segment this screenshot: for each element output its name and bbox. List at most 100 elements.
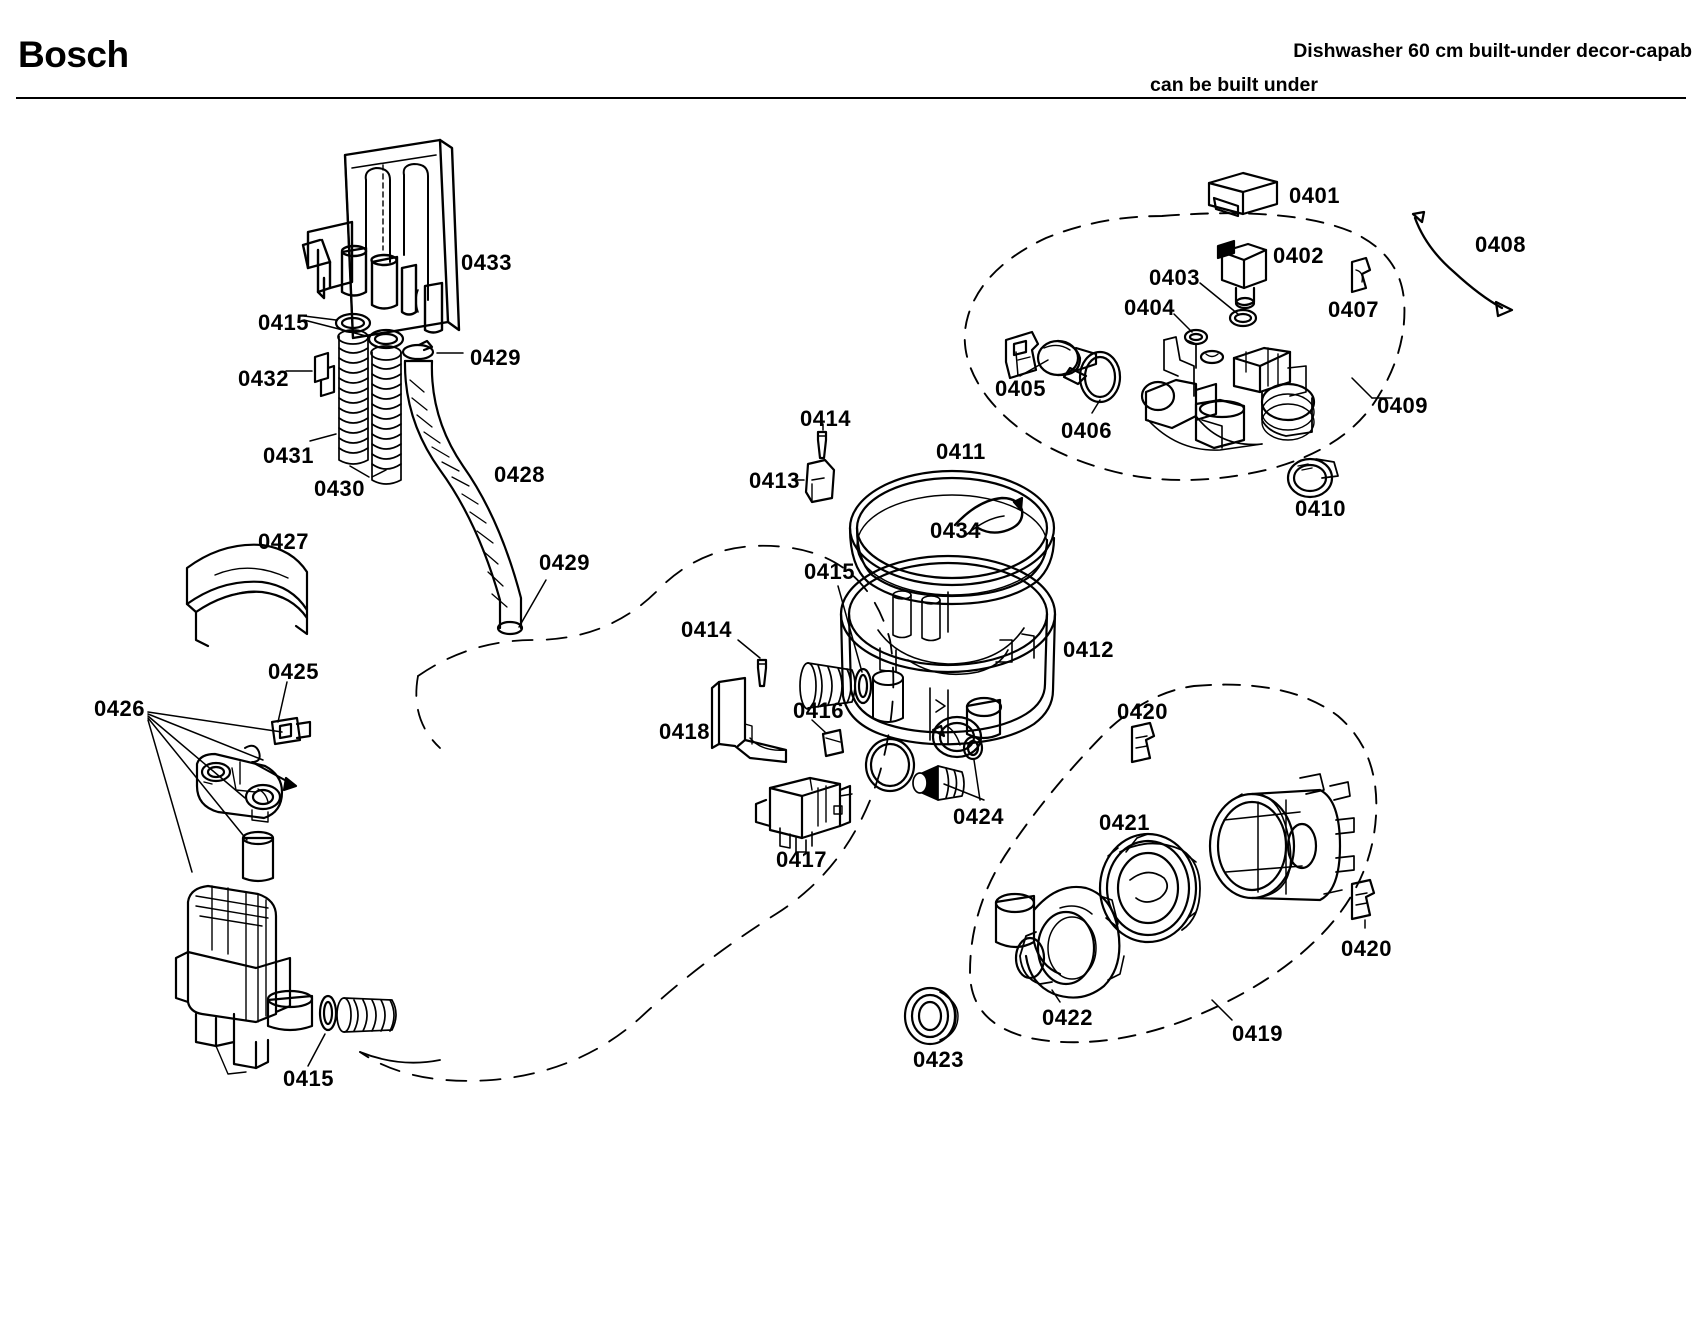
part-0412-sump-housing [839, 554, 1057, 746]
callout-0429-top: 0429 [470, 345, 521, 370]
callout-0427: 0427 [258, 529, 309, 554]
part-0428-drain-hose [403, 359, 524, 636]
callout-0428: 0428 [494, 462, 545, 487]
leader-0406 [1091, 399, 1101, 414]
part-0411-sump-cover [848, 469, 1056, 606]
part-0414-screw-b [756, 658, 768, 688]
part-0433-heat-exchanger [301, 138, 461, 340]
part-0429-clamp-top [401, 339, 435, 361]
leader-0419 [1211, 999, 1233, 1021]
part-flow-distributor [195, 752, 284, 823]
part-0427-cover-trim [185, 543, 309, 648]
part-0409-manifold [1140, 336, 1316, 451]
callout-0434: 0434 [930, 518, 981, 543]
brand-logo: Bosch [18, 34, 129, 75]
callout-0420-b: 0420 [1341, 936, 1392, 961]
part-0431-corrugated-hose [337, 329, 369, 465]
leader-0416 [811, 719, 826, 733]
callout-0407: 0407 [1328, 297, 1379, 322]
callout-0408: 0408 [1475, 232, 1526, 257]
part-0420-clip-b [1350, 878, 1376, 921]
callout-0409: 0409 [1377, 393, 1428, 418]
leader-0431 [309, 433, 337, 442]
part-0430-corrugated-hose [370, 345, 402, 485]
hose-routing-outline [359, 544, 895, 1082]
part-0407-clip [1350, 256, 1372, 294]
callout-0425: 0425 [268, 659, 319, 684]
callout-0413: 0413 [749, 468, 800, 493]
callout-0414-a: 0414 [800, 406, 851, 431]
leader-0415-bottom [307, 1033, 326, 1067]
part-0404-washer [1183, 328, 1209, 346]
model-description-line-2: can be built under [1150, 74, 1318, 96]
group-outline-0419 [969, 683, 1378, 1044]
callout-0430: 0430 [314, 476, 365, 501]
part-0406-gasket [1078, 350, 1122, 404]
leader-0421 [1125, 833, 1149, 853]
callout-0423: 0423 [913, 1047, 964, 1072]
leader-0403 [1199, 282, 1239, 315]
callout-0433: 0433 [461, 250, 512, 275]
part-flow-cylinder [241, 830, 275, 883]
leader-0429-bottom [518, 579, 547, 628]
part-pump-hose-stub [912, 765, 965, 801]
callout-0411: 0411 [936, 439, 986, 464]
part-0401-module [1207, 171, 1279, 218]
callout-0420-a: 0420 [1117, 699, 1168, 724]
part-0408-harness [1411, 210, 1514, 318]
part-spring-clip [244, 744, 298, 792]
model-description-line-1: Dishwasher 60 cm built-under decor-capab [1293, 40, 1692, 62]
callout-0418: 0418 [659, 719, 710, 744]
leader-0415-top [303, 315, 371, 338]
part-0413-bracket [804, 458, 836, 504]
callout-0403: 0403 [1149, 265, 1200, 290]
callout-0429-bottom: 0429 [539, 550, 590, 575]
callout-0415-top: 0415 [258, 310, 309, 335]
hose-routing-line [359, 1051, 441, 1064]
part-center-corrugated-hose [799, 662, 856, 710]
leader-0405 [1015, 351, 1049, 377]
callout-0414-b: 0414 [681, 617, 732, 642]
part-0420-clip-a [1130, 721, 1156, 764]
callout-0417: 0417 [776, 847, 827, 872]
part-0415-o-ring-top [334, 312, 405, 350]
part-bottom-corrugated-hose [336, 997, 397, 1033]
part-0422-drain-pump [994, 885, 1125, 999]
part-0423-grommet [903, 986, 959, 1046]
callout-0422: 0422 [1042, 1005, 1093, 1030]
callout-0404: 0404 [1124, 295, 1175, 320]
part-0425-connector [270, 716, 312, 746]
part-0410-clamp [1286, 457, 1339, 499]
part-0417-pressure-switch [754, 776, 853, 853]
callout-0405: 0405 [995, 376, 1046, 401]
callout-0415-bottom-left: 0415 [283, 1066, 334, 1091]
callout-0412: 0412 [1063, 637, 1114, 662]
callout-0406: 0406 [1061, 418, 1112, 443]
callout-0401: 0401 [1289, 183, 1340, 208]
callout-0419: 0419 [1232, 1021, 1283, 1046]
part-0434-seal [953, 496, 1024, 536]
leader-0424 [943, 759, 985, 801]
leader-0430 [349, 465, 387, 478]
part-0414-screw-a [816, 430, 828, 460]
callout-0402: 0402 [1273, 243, 1324, 268]
header-divider [16, 97, 1686, 99]
leader-0425 [277, 681, 288, 723]
part-small-seal [1199, 349, 1225, 365]
callout-0431: 0431 [263, 443, 314, 468]
callout-0410: 0410 [1295, 496, 1346, 521]
part-0415-o-ring-bottom [318, 994, 338, 1032]
callout-0432: 0432 [238, 366, 289, 391]
page-header: Bosch Dishwasher 60 cm built-under decor… [0, 0, 1694, 100]
leader-0409 [1351, 377, 1393, 399]
part-0418-bracket [710, 676, 788, 764]
part-0402-valve [1216, 239, 1268, 310]
part-0426-inlet-valve [174, 884, 314, 1075]
callout-0416: 0416 [793, 698, 844, 723]
part-0416-plug [821, 728, 845, 758]
part-0424-o-rings [962, 735, 984, 761]
group-outline-0409 [963, 212, 1406, 481]
part-0432-clip [313, 351, 336, 398]
part-0403-seal [1228, 308, 1258, 328]
